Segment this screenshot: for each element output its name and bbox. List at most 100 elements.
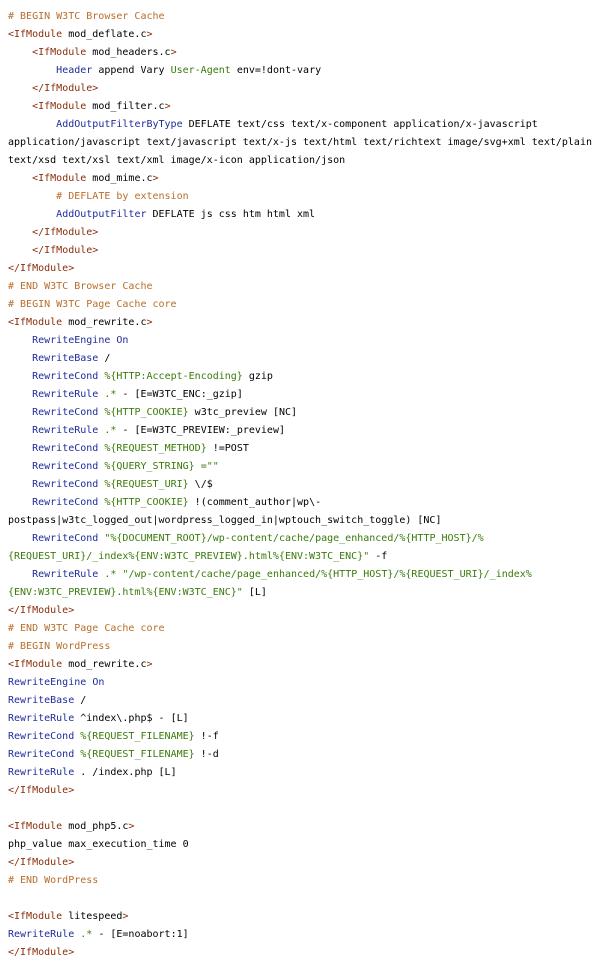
code-tag: </IfModule>: [8, 947, 75, 958]
code-directive: On: [116, 335, 129, 346]
code-line: RewriteCond %{QUERY_STRING} ="": [8, 458, 600, 476]
code-line: <IfModule mod_deflate.c>: [8, 26, 600, 44]
code-line: RewriteBase /: [8, 350, 600, 368]
code-text: -f: [369, 551, 388, 562]
code-text: mod_rewrite.c: [62, 317, 147, 328]
code-line: RewriteEngine On: [8, 332, 600, 350]
code-directive: RewriteCond: [32, 533, 99, 544]
code-line: {ENV:W3TC_PREVIEW}.html%{ENV:W3TC_ENC}" …: [8, 584, 600, 602]
code-text: [8, 497, 32, 508]
code-text: [8, 425, 32, 436]
code-text: !=POST: [206, 443, 249, 454]
code-text: /: [74, 695, 87, 706]
code-tag: </IfModule>: [8, 605, 75, 616]
code-directive: AddOutputFilterByType: [56, 119, 183, 130]
code-variable: %{REQUEST_URI}: [104, 479, 189, 490]
code-variable: %{QUERY_STRING}: [104, 461, 195, 472]
code-directive: RewriteCond: [32, 461, 99, 472]
code-comment: # DEFLATE by extension: [56, 191, 189, 202]
code-variable: %{REQUEST_FILENAME}: [80, 731, 195, 742]
code-text: [8, 101, 32, 112]
code-tag: </IfModule>: [32, 227, 99, 238]
code-directive: AddOutputFilter: [56, 209, 147, 220]
code-line: RewriteBase /: [8, 692, 600, 710]
code-line: RewriteCond %{HTTP:Accept-Encoding} gzip: [8, 368, 600, 386]
code-tag: </IfModule>: [8, 857, 75, 868]
code-text: !(comment_author|wp\-: [188, 497, 322, 508]
code-text: [8, 407, 32, 418]
code-text: env=!dont-vary: [230, 65, 322, 76]
code-line: {REQUEST_URI}/_index%{ENV:W3TC_PREVIEW}.…: [8, 548, 600, 566]
code-text: php_value max_execution_time 0: [8, 839, 189, 850]
code-variable: %{REQUEST_FILENAME}: [80, 749, 195, 760]
code-tag: <IfModule: [8, 317, 63, 328]
code-line: </IfModule>: [8, 602, 600, 620]
code-line: RewriteCond %{REQUEST_FILENAME} !-f: [8, 728, 600, 746]
code-directive: RewriteRule: [8, 767, 75, 778]
code-text: mod_deflate.c: [62, 29, 147, 40]
code-line: RewriteCond %{REQUEST_FILENAME} !-d: [8, 746, 600, 764]
code-tag: </IfModule>: [32, 245, 99, 256]
code-line: # DEFLATE by extension: [8, 188, 600, 206]
code-text: [8, 479, 32, 490]
code-line: RewriteRule .* - [E=W3TC_ENC:_gzip]: [8, 386, 600, 404]
code-line: # BEGIN WordPress: [8, 638, 600, 656]
code-variable: .*: [80, 929, 93, 940]
code-text: [8, 371, 32, 382]
code-text: [8, 209, 56, 220]
code-text: gzip: [242, 371, 273, 382]
code-directive: Header: [56, 65, 93, 76]
code-tag: <IfModule: [8, 29, 63, 40]
code-comment: # BEGIN W3TC Browser Cache: [8, 11, 165, 22]
code-text: mod_rewrite.c: [62, 659, 147, 670]
code-tag: >: [164, 101, 171, 112]
code-text: append Vary: [92, 65, 171, 76]
code-text: application/javascript text/javascript t…: [8, 137, 592, 148]
code-directive: RewriteRule: [32, 569, 99, 580]
code-text: [8, 533, 32, 544]
code-line: Header append Vary User-Agent env=!dont-…: [8, 62, 600, 80]
code-text: DEFLATE js css htm html xml: [146, 209, 316, 220]
code-directive: RewriteCond: [8, 749, 75, 760]
code-comment: # BEGIN WordPress: [8, 641, 111, 652]
code-variable: %{HTTP_COOKIE}: [104, 407, 189, 418]
code-line: </IfModule>: [8, 260, 600, 278]
code-text: [8, 353, 32, 364]
code-text: mod_mime.c: [86, 173, 153, 184]
code-tag: <IfModule: [32, 101, 87, 112]
code-line: RewriteCond "%{DOCUMENT_ROOT}/wp-content…: [8, 530, 600, 548]
code-comment: # END WordPress: [8, 875, 99, 886]
code-line: RewriteCond %{HTTP_COOKIE} !(comment_aut…: [8, 494, 600, 512]
code-line: RewriteRule .* "/wp-content/cache/page_e…: [8, 566, 600, 584]
code-line: AddOutputFilter DEFLATE js css htm html …: [8, 206, 600, 224]
code-directive: RewriteCond: [32, 497, 99, 508]
code-tag: >: [128, 821, 135, 832]
code-directive: RewriteRule: [8, 713, 75, 724]
code-line: <IfModule mod_rewrite.c>: [8, 314, 600, 332]
code-line: postpass|w3tc_logged_out|wordpress_logge…: [8, 512, 600, 530]
code-tag: >: [170, 47, 177, 58]
code-text: - [E=W3TC_ENC:_gzip]: [116, 389, 243, 400]
code-text: [8, 893, 14, 904]
code-text: \/$: [188, 479, 213, 490]
code-line: AddOutputFilterByType DEFLATE text/css t…: [8, 116, 600, 134]
code-tag: <IfModule: [32, 173, 87, 184]
code-comment: # BEGIN W3TC Page Cache core: [8, 299, 177, 310]
code-line: <IfModule litespeed>: [8, 908, 600, 926]
code-text: [8, 461, 32, 472]
code-line: # END W3TC Page Cache core: [8, 620, 600, 638]
code-text: [8, 83, 32, 94]
code-directive: RewriteEngine: [8, 677, 87, 688]
code-tag: <IfModule: [8, 821, 63, 832]
code-line: </IfModule>: [8, 80, 600, 98]
code-line: RewriteCond %{REQUEST_URI} \/$: [8, 476, 600, 494]
code-line: </IfModule>: [8, 854, 600, 872]
code-text: mod_filter.c: [86, 101, 165, 112]
code-line: # BEGIN W3TC Browser Cache: [8, 8, 600, 26]
code-line: <IfModule mod_php5.c>: [8, 818, 600, 836]
code-line: # END WordPress: [8, 872, 600, 890]
code-tag: <IfModule: [32, 47, 87, 58]
code-line: <IfModule mod_filter.c>: [8, 98, 600, 116]
code-line: <IfModule mod_headers.c>: [8, 44, 600, 62]
